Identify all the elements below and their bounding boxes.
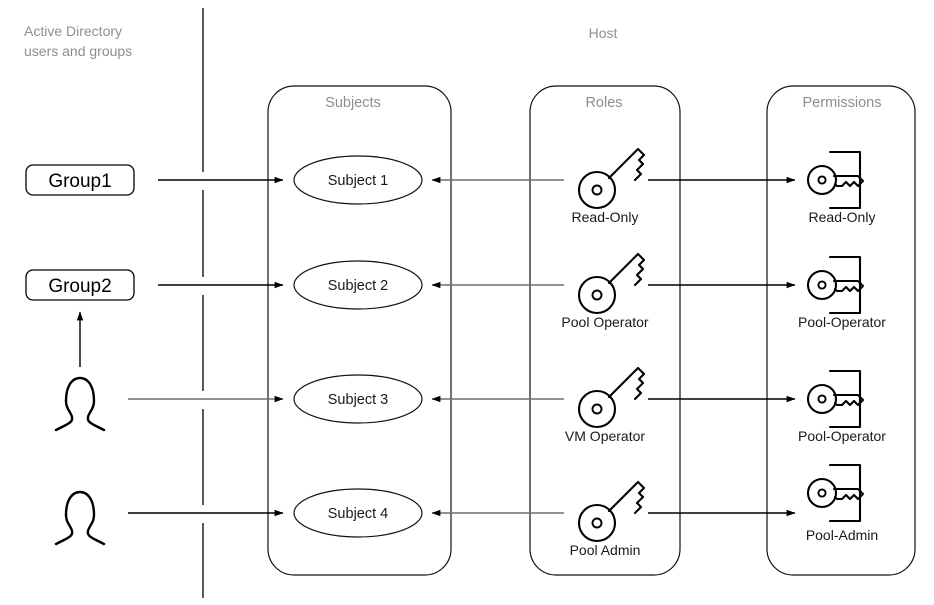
group1-label: Group1 — [48, 171, 111, 192]
node-role3[interactable]: VM Operator — [565, 366, 646, 444]
node-role2[interactable]: Pool Operator — [561, 252, 649, 330]
perm2-label: Pool-Operator — [798, 314, 886, 330]
subjects-container — [267, 85, 452, 576]
role4-label: Pool Admin — [570, 542, 641, 558]
key-icon — [577, 147, 646, 210]
subject3-ellipse[interactable] — [293, 374, 423, 424]
node-perm1[interactable]: Read-Only — [806, 150, 876, 225]
key-door-icon — [806, 369, 865, 429]
ad-title-line2: users and groups — [24, 43, 132, 59]
node-perm4[interactable]: Pool-Admin — [806, 463, 878, 543]
node-role1[interactable]: Read-Only — [572, 147, 646, 225]
permissions-label: Permissions — [803, 95, 882, 111]
node-subject4[interactable]: Subject 4 — [293, 488, 423, 538]
node-perm2[interactable]: Pool-Operator — [798, 255, 886, 330]
role2-label: Pool Operator — [561, 314, 648, 330]
ad-title-line1: Active Directory — [24, 23, 122, 39]
entity-user1[interactable] — [54, 376, 106, 432]
group2-box[interactable] — [25, 269, 135, 301]
roles-container — [529, 85, 681, 576]
node-role4[interactable]: Pool Admin — [570, 480, 646, 558]
subjects-label: Subjects — [325, 95, 381, 111]
subject2-label: Subject 2 — [328, 278, 388, 294]
subject4-label: Subject 4 — [328, 506, 388, 522]
node-subject1[interactable]: Subject 1 — [293, 155, 423, 205]
roles-label: Roles — [585, 95, 622, 111]
person-icon — [54, 490, 106, 546]
perm4-label: Pool-Admin — [806, 527, 878, 543]
group1-box[interactable] — [25, 164, 135, 196]
node-perm3[interactable]: Pool-Operator — [798, 369, 886, 444]
subject1-label: Subject 1 — [328, 173, 388, 189]
subject1-ellipse[interactable] — [293, 155, 423, 205]
key-icon — [577, 366, 646, 429]
node-subject3[interactable]: Subject 3 — [293, 374, 423, 424]
key-icon — [577, 480, 646, 543]
key-door-icon — [806, 150, 865, 210]
entity-group2[interactable]: Group2 — [25, 269, 135, 301]
host-title: Host — [589, 25, 618, 41]
subject3-label: Subject 3 — [328, 392, 388, 408]
subject2-ellipse[interactable] — [293, 260, 423, 310]
node-subject2[interactable]: Subject 2 — [293, 260, 423, 310]
person-icon — [54, 376, 106, 432]
group2-label: Group2 — [48, 276, 111, 297]
entity-user2[interactable] — [54, 490, 106, 546]
role1-label: Read-Only — [572, 209, 639, 225]
key-icon — [577, 252, 646, 315]
subject4-ellipse[interactable] — [293, 488, 423, 538]
permissions-container — [766, 85, 916, 576]
perm1-label: Read-Only — [809, 209, 876, 225]
entity-group1[interactable]: Group1 — [25, 164, 135, 196]
key-door-icon — [806, 255, 865, 315]
role3-label: VM Operator — [565, 428, 645, 444]
perm3-label: Pool-Operator — [798, 428, 886, 444]
key-door-icon — [806, 463, 865, 523]
